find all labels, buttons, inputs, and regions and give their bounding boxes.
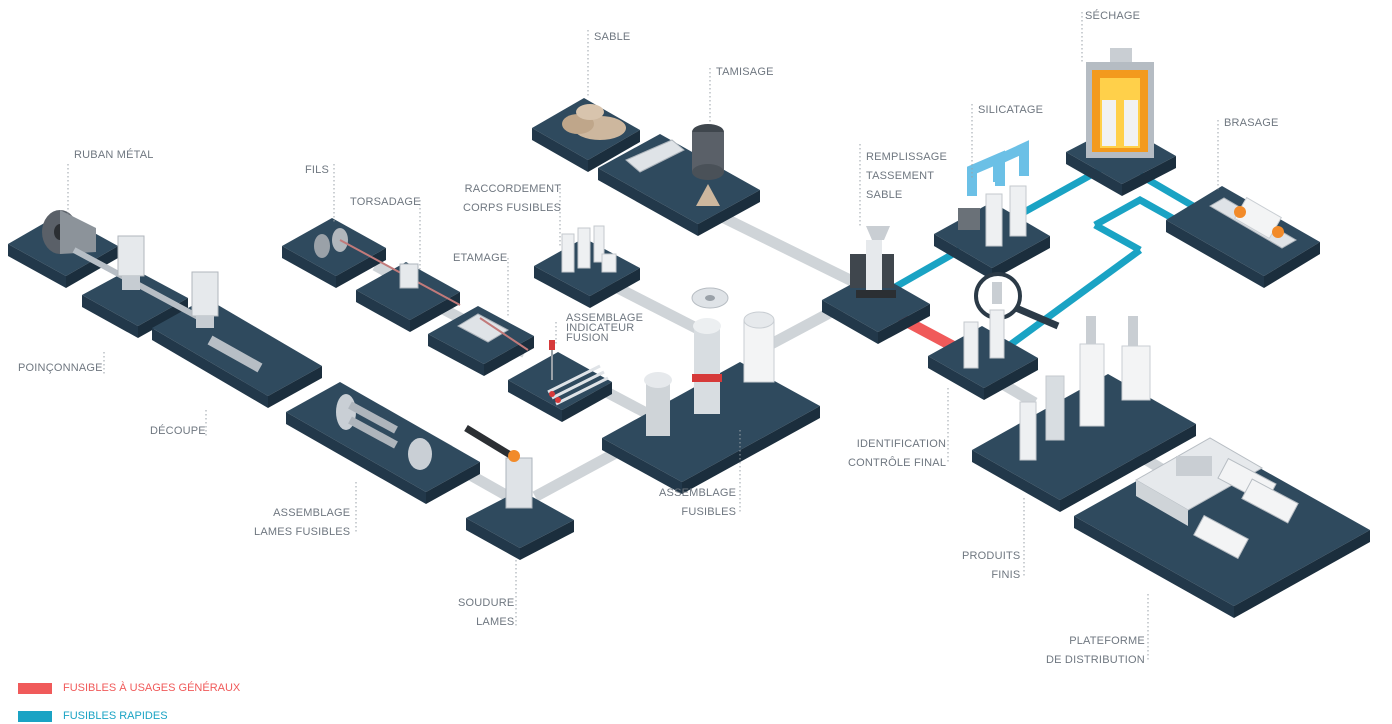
fuse-body-parts-icon [561,225,617,273]
brazing-icon [1209,196,1297,249]
drying-oven-icon [1086,48,1154,158]
platforms [8,98,1370,618]
label-sechage: SÉCHAGE [1085,10,1141,22]
label-etamage: ETAMAGE [453,252,508,264]
legend-swatch-blue [18,711,52,722]
blue-routes [888,166,1202,348]
label-decoupe: DÉCOUPE [150,425,206,437]
label-tamisage: TAMISAGE [716,66,774,78]
label-fils: FILS [305,164,330,176]
sand-pile-icon [562,104,626,140]
cut-blades [207,335,263,373]
inspected-fuse-icon [963,309,1005,369]
metal-roll-icon [42,210,96,254]
label-silicatage: SILICATAGE [978,104,1044,116]
label-sable: SABLE [594,31,631,43]
blade-assembly-icon [336,394,432,470]
legend-label-rapides: FUSIBLES RAPIDES [63,710,168,722]
label-poinconnage: POINÇONNAGE [18,362,103,374]
fusion-indicator-icon [547,340,609,406]
silicate-pipes-icon [958,140,1029,247]
tinning-bath-icon [456,313,529,351]
cutting-press-icon [191,271,219,328]
warehouse-icon [1134,437,1299,560]
filling-machine-icon [850,226,896,298]
punch-press-icon [117,235,145,290]
finished-fuses-icon [1019,316,1151,461]
fuse-assembly-icon [644,287,775,436]
label-torsadage: TORSADAGE [350,196,421,208]
label-brasage: BRASAGE [1224,117,1279,129]
legend-swatch-red [18,683,52,694]
welding-icon [464,425,533,509]
leader-lines [67,12,1219,662]
sieve-icon [625,124,724,206]
twisting-machine-icon [399,263,419,289]
magnifier-icon [974,272,1060,330]
machines [42,48,1299,560]
legend-label-general: FUSIBLES À USAGES GÉNÉRAUX [63,682,241,694]
label-ruban-metal: RUBAN MÉTAL [74,149,154,161]
